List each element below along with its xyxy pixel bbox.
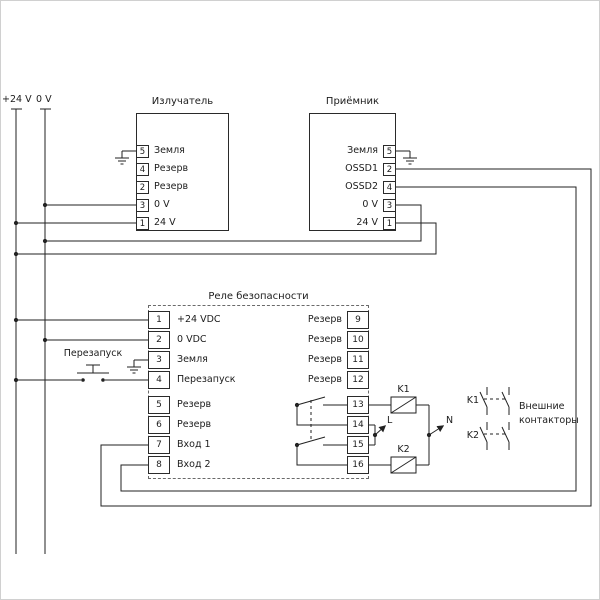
emitter-box xyxy=(136,113,229,231)
receiver-pin-label: OSSD2 xyxy=(345,181,378,192)
line-l-label: L xyxy=(387,415,393,426)
neutral-n-label: N xyxy=(446,415,454,426)
relay-terminal: 10 xyxy=(347,331,369,349)
relay-terminal-label: Земля xyxy=(177,354,208,365)
emitter-supply-wires xyxy=(16,204,136,224)
relay-title: Реле безопасности xyxy=(208,291,309,302)
relay-terminal: 14 xyxy=(347,416,369,434)
rail-0v-label: 0 V xyxy=(36,94,52,105)
relay-terminal-label: Резерв xyxy=(307,334,342,345)
external-contactors-caption: Внешние xyxy=(519,401,565,412)
relay-terminal-label: Резерв xyxy=(307,354,342,365)
receiver-pin-label: Земля xyxy=(347,145,378,156)
relay-terminal: 11 xyxy=(347,351,369,369)
relay-terminal: 1 xyxy=(148,311,170,329)
relay-supply-wires xyxy=(16,319,148,341)
relay-terminal: 2 xyxy=(148,331,170,349)
k1-coil-label: K1 xyxy=(397,384,410,395)
receiver-pin-label: OSSD1 xyxy=(345,163,378,174)
external-contactors-caption: контакторы xyxy=(519,415,579,426)
k2-coil-label: K2 xyxy=(397,444,410,455)
relay-terminal: 7 xyxy=(148,436,170,454)
receiver-box xyxy=(309,113,396,231)
receiver-title: Приёмник xyxy=(325,96,380,107)
emitter-pin-label: Резерв xyxy=(154,181,189,192)
relay-terminal-label: Резерв xyxy=(177,419,212,430)
relay-terminal: 9 xyxy=(347,311,369,329)
external-k1-label: K1 xyxy=(466,395,479,406)
relay-terminal-label: Перезапуск xyxy=(177,374,236,385)
relay-terminal-label: 0 VDC xyxy=(177,334,207,345)
emitter-pin: 2 xyxy=(136,181,149,194)
external-contact-stubs xyxy=(486,387,510,450)
neutral-n-arrow-icon xyxy=(428,425,445,436)
k1-coil-diagonal xyxy=(390,396,417,414)
relay-terminal: 15 xyxy=(347,436,369,454)
restart-button-icon xyxy=(77,364,109,374)
external-k2-label: K2 xyxy=(466,430,479,441)
receiver-24v-wire xyxy=(16,222,437,255)
relay-terminal: 5 xyxy=(148,396,170,414)
relay-terminal-label: Резерв xyxy=(177,399,212,410)
receiver-pin: 4 xyxy=(383,181,396,194)
relay-terminal-label: Резерв xyxy=(307,374,342,385)
relay-terminal: 13 xyxy=(347,396,369,414)
ossd2-wire xyxy=(120,186,577,492)
k2-coil-diagonal xyxy=(390,456,417,474)
relay-terminal-label: Вход 1 xyxy=(177,439,211,450)
emitter-title: Излучатель xyxy=(151,96,214,107)
emitter-pin-label: 24 V xyxy=(154,217,176,228)
mechanical-link-dashes xyxy=(310,398,506,442)
emitter-pin-label: 0 V xyxy=(154,199,170,210)
receiver-pin: 2 xyxy=(383,163,396,176)
restart-button-label: Перезапуск xyxy=(63,348,123,359)
relay-terminal: 8 xyxy=(148,456,170,474)
relay-ground-icon xyxy=(127,359,148,374)
relay-terminal: 16 xyxy=(347,456,369,474)
relay-terminal: 3 xyxy=(148,351,170,369)
receiver-pin: 3 xyxy=(383,199,396,212)
relay-terminal-label: Резерв xyxy=(307,314,342,325)
receiver-pin-label: 24 V xyxy=(356,217,378,228)
line-l-arrow-icon xyxy=(374,425,387,436)
rail-plus24-label: +24 V xyxy=(2,94,32,105)
emitter-pin: 1 xyxy=(136,217,149,230)
emitter-pin-label: Резерв xyxy=(154,163,189,174)
relay-terminal: 12 xyxy=(347,371,369,389)
emitter-pin: 5 xyxy=(136,145,149,158)
ossd1-wire xyxy=(100,168,592,507)
receiver-pin: 5 xyxy=(383,145,396,158)
emitter-pin-label: Земля xyxy=(154,145,185,156)
receiver-pin: 1 xyxy=(383,217,396,230)
emitter-ground-icon xyxy=(115,150,136,165)
relay-terminal-label: +24 VDC xyxy=(177,314,221,325)
receiver-pin-label: 0 V xyxy=(362,199,378,210)
external-contact-blade-icon xyxy=(479,391,510,443)
receiver-ground-icon xyxy=(396,150,417,165)
relay-terminal-label: Вход 2 xyxy=(177,459,211,470)
supply-rails xyxy=(11,108,51,554)
relay-terminal: 4 xyxy=(148,371,170,389)
safety-relay-box xyxy=(148,305,369,479)
emitter-pin: 3 xyxy=(136,199,149,212)
junction-dots xyxy=(13,202,432,448)
relay-terminal: 6 xyxy=(148,416,170,434)
emitter-pin: 4 xyxy=(136,163,149,176)
